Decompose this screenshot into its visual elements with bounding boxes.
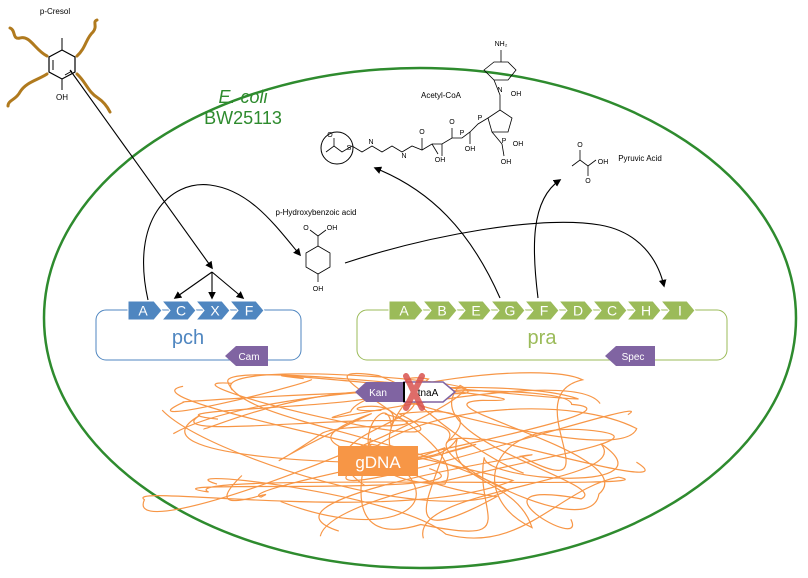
p-cresol-label: p-Cresol — [40, 7, 70, 16]
tnaa-label: tnaA — [418, 388, 439, 399]
svg-text:N: N — [368, 139, 373, 146]
pch-name: pch — [172, 327, 204, 349]
pra-gene-label-1: B — [437, 303, 446, 319]
organism-strain: BW25113 — [204, 108, 282, 128]
gdna-text: gDNA — [355, 453, 401, 472]
svg-text:P: P — [502, 138, 507, 145]
pra-gene-label-8: I — [678, 303, 682, 319]
pra-gene-b-1 — [421, 300, 458, 321]
pra-gene-c-6 — [591, 300, 628, 321]
svg-text:O: O — [577, 142, 583, 149]
svg-text:O: O — [303, 225, 309, 232]
acetyl-group-circle — [320, 131, 354, 165]
pra-gene-label-4: F — [540, 303, 549, 319]
arrow-pra-to-pyruvate — [533, 179, 562, 299]
pra-gene-g-3 — [489, 300, 526, 321]
p-hydroxybenzoic-acid-molecule: p-Hydroxybenzoic acid O OH OH — [276, 208, 357, 293]
pathway-arrows — [69, 69, 667, 301]
arrow-cresol-to-pch — [69, 69, 213, 270]
p-cresol-oh: OH — [56, 93, 68, 102]
svg-text:NH₂: NH₂ — [495, 41, 508, 48]
gdna-strand — [161, 374, 579, 502]
pch-gene-c-1 — [160, 300, 197, 321]
pch-gene-label-2: X — [210, 303, 220, 319]
pyruvic-acid-molecule: Pyruvic Acid O O OH — [571, 142, 662, 185]
pch-gene-label-1: C — [176, 303, 186, 319]
pra-gene-label-3: G — [505, 303, 516, 319]
svg-text:P: P — [460, 130, 465, 137]
kan-marker — [355, 382, 404, 402]
gdna-strand — [184, 382, 461, 464]
svg-text:OH: OH — [511, 91, 522, 98]
pch-gene-x-2 — [194, 300, 231, 321]
arrow-branch-to-f — [211, 271, 245, 299]
arrow-pch-to-phb — [143, 184, 301, 301]
p-hydroxybenzoic-acid-label: p-Hydroxybenzoic acid — [276, 208, 357, 217]
svg-text:S: S — [347, 145, 352, 152]
pra-gene-label-5: D — [573, 303, 583, 319]
gdna-strand — [278, 410, 632, 481]
p-cresol-molecule: p-Cresol OH — [6, 7, 112, 114]
svg-text:OH: OH — [327, 225, 338, 232]
spec-label: Spec — [622, 352, 645, 363]
pra-gene-label-7: H — [641, 303, 651, 319]
pch-backbone — [95, 309, 302, 361]
svg-text:OH: OH — [513, 141, 524, 148]
arrow-branch-to-a — [173, 271, 213, 299]
gdna-label: gDNA — [338, 446, 418, 476]
pra-gene-e-2 — [455, 300, 492, 321]
pch-gene-label-3: F — [245, 303, 254, 319]
knockout-cassette: Kan tnaA — [355, 373, 457, 411]
gdna-strand — [343, 372, 449, 487]
pyruvic-acid-label: Pyruvic Acid — [618, 154, 662, 163]
pra-gene-label-6: C — [607, 303, 617, 319]
svg-text:O: O — [449, 119, 455, 126]
pra-gene-i-8 — [659, 300, 696, 321]
pra-gene-d-5 — [557, 300, 594, 321]
spec-marker: Spec — [605, 346, 655, 366]
pra-gene-label-0: A — [399, 303, 409, 319]
svg-text:N: N — [497, 87, 502, 94]
pra-gene-f-4 — [523, 300, 560, 321]
gdna-strand — [195, 468, 626, 539]
svg-text:OH: OH — [465, 146, 476, 153]
pra-gene-label-2: E — [471, 303, 480, 319]
cam-marker: Cam — [225, 346, 268, 366]
kan-label: Kan — [369, 388, 387, 399]
knockout-x-mark — [403, 373, 425, 411]
svg-text:OH: OH — [435, 157, 446, 164]
gdna-strand — [170, 378, 587, 502]
gdna-strand — [142, 373, 515, 512]
svg-text:O: O — [327, 132, 333, 139]
svg-text:N: N — [401, 153, 406, 160]
pch-plasmid: A C X F pch Cam — [95, 300, 302, 366]
svg-text:OH: OH — [313, 286, 324, 293]
pch-gene-f-3 — [228, 300, 265, 321]
svg-text:OH: OH — [598, 159, 609, 166]
p-cresol-hydrophobic-tails — [6, 18, 112, 114]
gdna-strand — [197, 389, 638, 521]
pra-name: pra — [528, 327, 558, 349]
acetyl-coa-molecule: Acetyl-CoA S O N N O OH O P OH P N NH₂ — [320, 41, 523, 166]
svg-text:O: O — [585, 178, 591, 185]
organism-species: E. coli — [218, 87, 268, 107]
arrow-phb-to-pra — [344, 221, 667, 288]
svg-text:P: P — [478, 115, 483, 122]
pra-gene-h-7 — [625, 300, 662, 321]
cell-membrane — [42, 66, 798, 570]
pra-plasmid: A B E G F D C H I pra Spec — [356, 300, 728, 366]
acetyl-coa-atom-labels: S O N N O OH O P OH P N NH₂ OH P OH OH — [327, 41, 523, 166]
pch-gene-label-0: A — [138, 303, 148, 319]
cam-label: Cam — [238, 352, 259, 363]
acetyl-coa-label: Acetyl-CoA — [421, 91, 462, 100]
arrow-pra-to-acetyl-coa — [373, 166, 501, 299]
pch-gene-a-0 — [127, 300, 163, 321]
svg-text:OH: OH — [501, 159, 512, 166]
svg-text:O: O — [419, 129, 425, 136]
pra-gene-a-0 — [388, 300, 424, 321]
